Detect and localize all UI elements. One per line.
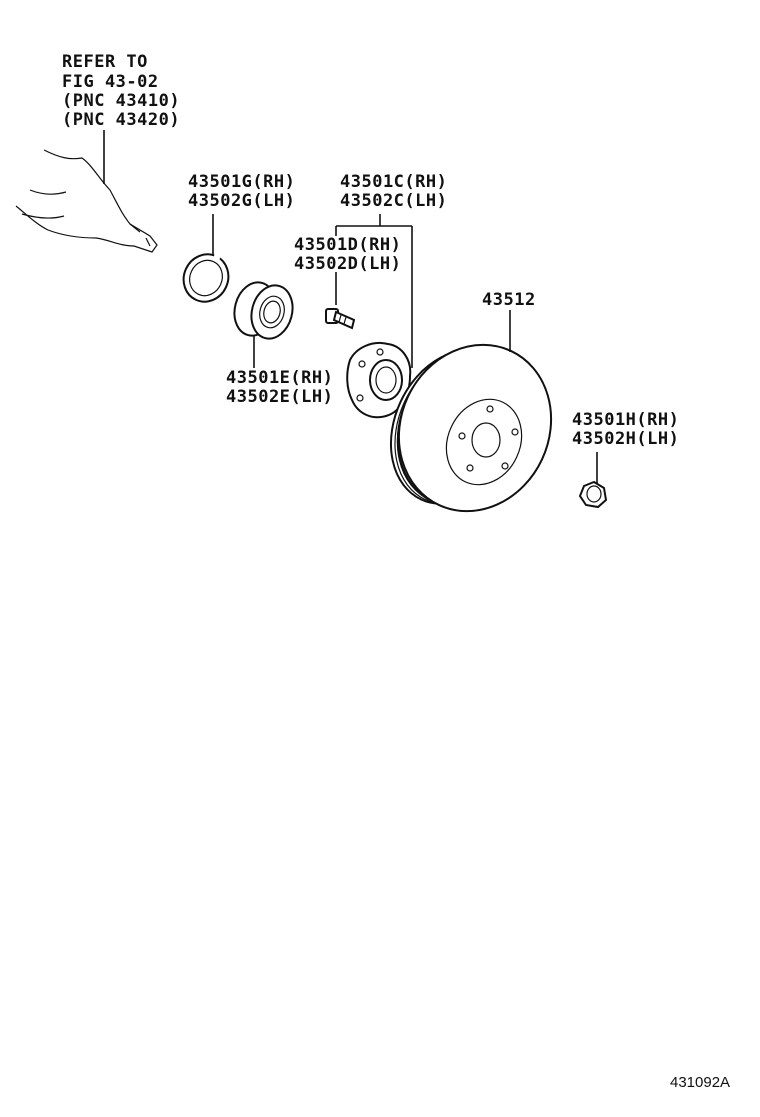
bearing-illustration [233, 281, 294, 340]
snap-ring-illustration [182, 253, 230, 303]
nut-illustration [578, 480, 608, 509]
bearing-lh-part-number: 43502E(LH) [226, 387, 334, 407]
nut-lh-part-number: 43502H(LH) [572, 429, 680, 449]
hub-assy-rh-part-number: 43501C(RH) [340, 172, 448, 192]
refer-note-line-1: REFER TO [62, 52, 148, 72]
disc-illustration [389, 343, 553, 513]
snap-ring-rh-part-number: 43501G(RH) [188, 172, 296, 192]
drive-shaft-illustration [15, 149, 158, 253]
nut-rh-part-number: 43501H(RH) [572, 410, 680, 430]
hub-assy-lh-part-number: 43502C(LH) [340, 191, 448, 211]
hub-assy-bracket [335, 214, 413, 368]
refer-note-line-4: (PNC 43420) [62, 110, 181, 130]
hub-bolt-rh-part-number: 43501D(RH) [294, 235, 402, 255]
figure-id: 431092A [670, 1074, 731, 1091]
snap-ring-lh-part-number: 43502G(LH) [188, 191, 296, 211]
hub-bolt-illustration [325, 308, 356, 330]
bearing-rh-part-number: 43501E(RH) [226, 368, 334, 388]
refer-note-line-2: FIG 43-02 [62, 72, 159, 92]
hub-illustration [346, 342, 412, 419]
refer-note-line-3: (PNC 43410) [62, 91, 181, 111]
disc-part-number: 43512 [482, 290, 536, 310]
hub-bolt-lh-part-number: 43502D(LH) [294, 254, 402, 274]
